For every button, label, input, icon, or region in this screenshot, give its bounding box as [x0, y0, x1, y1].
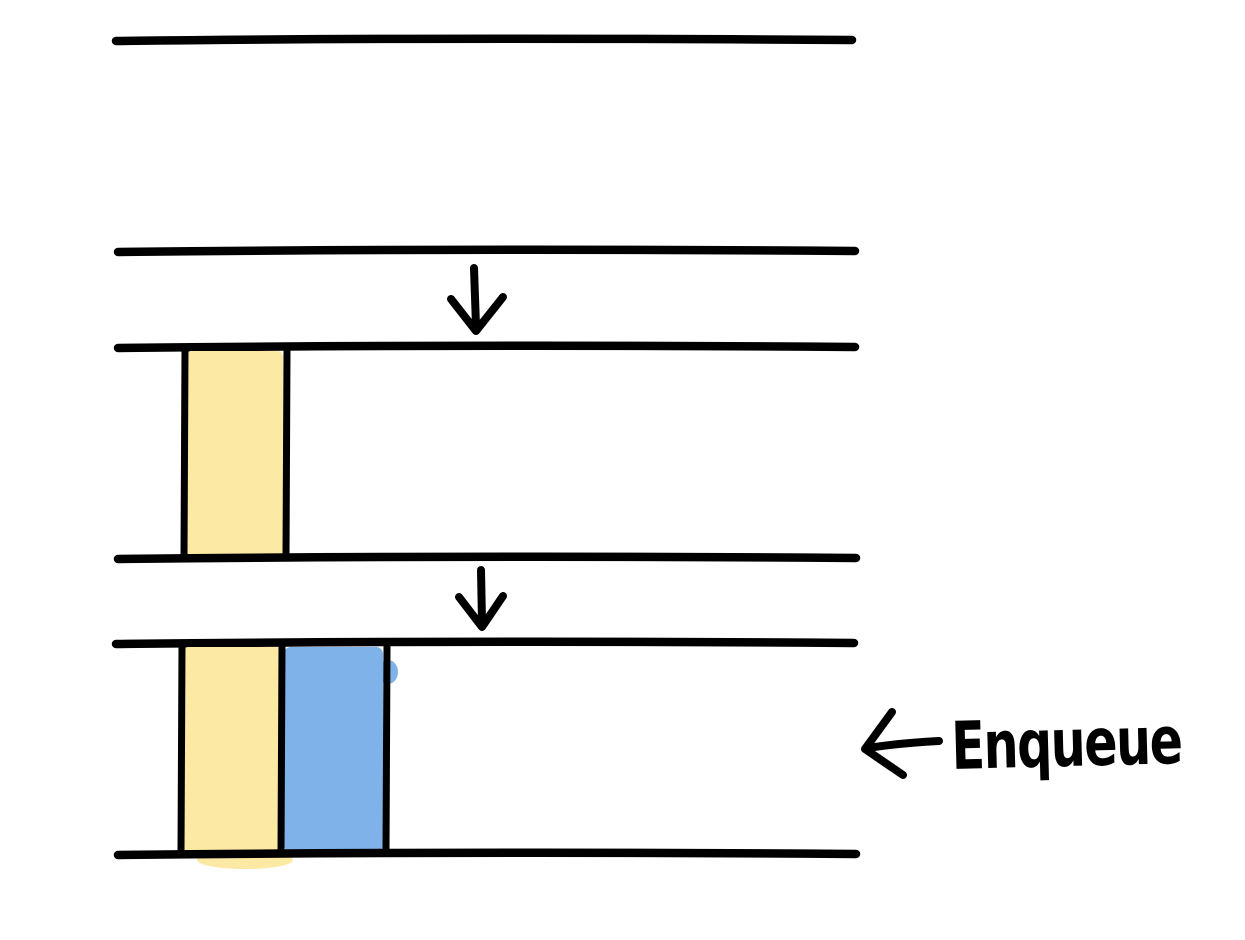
cell-divider: [382, 641, 391, 855]
queue-top-edge: [111, 34, 857, 46]
cell-divider: [277, 643, 286, 856]
queue-bottom-edge: [113, 245, 860, 257]
queue-top-edge: [113, 341, 860, 353]
queue-element-blue: [284, 647, 383, 852]
queue-element-yellow: [186, 351, 283, 556]
queue-state-3: [111, 637, 861, 869]
down-arrow-icon: [447, 264, 507, 335]
enqueue-label: Enqueue: [950, 702, 1182, 785]
queue-element-yellow: [184, 647, 280, 852]
cell-divider: [177, 641, 186, 856]
cell-divider: [180, 346, 189, 560]
queue-state-2: [113, 341, 861, 564]
enqueue-annotation: Enqueue: [861, 702, 1182, 785]
cell-divider: [282, 347, 291, 560]
left-arrow-icon: [861, 708, 943, 779]
queue-bottom-edge: [113, 848, 861, 860]
queue-bottom-edge: [113, 552, 861, 564]
queue-top-edge: [111, 637, 859, 649]
queue-state-1: [111, 34, 860, 257]
down-arrow-icon: [455, 566, 507, 631]
